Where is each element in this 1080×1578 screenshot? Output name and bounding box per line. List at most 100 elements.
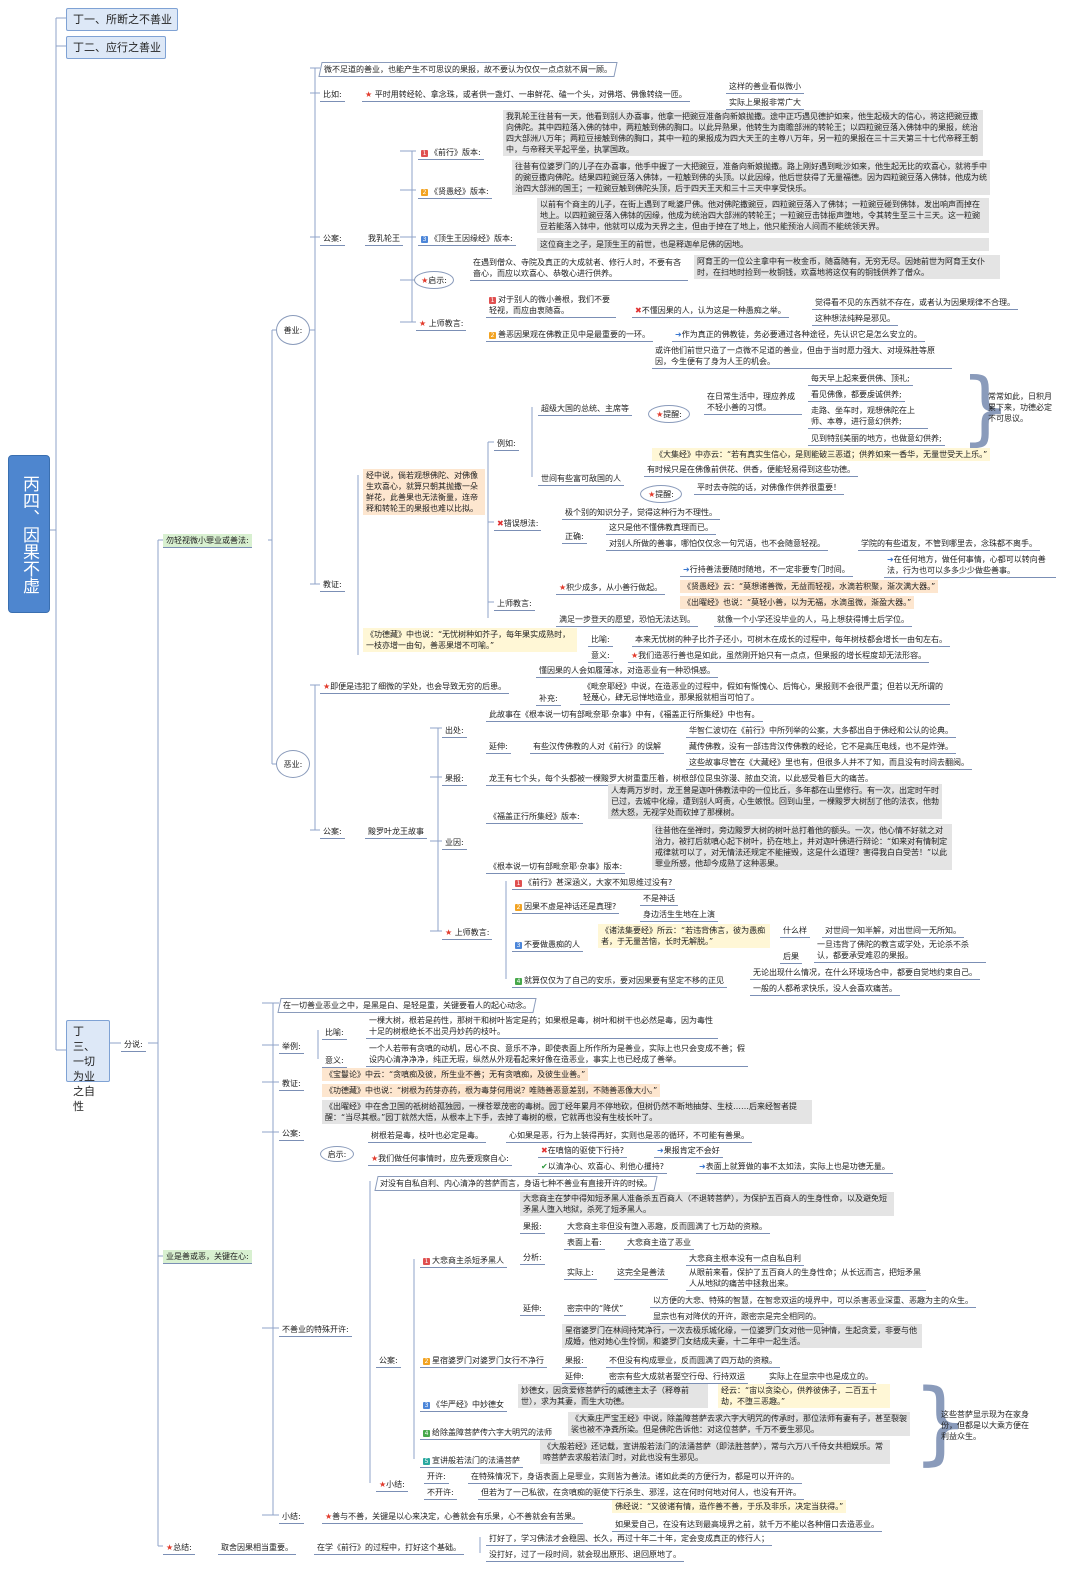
label-b-gongan: 公案: bbox=[279, 1127, 304, 1141]
node-shan[interactable]: 善业: bbox=[276, 315, 310, 345]
badge-4-icon: 4 bbox=[423, 1430, 430, 1437]
arrow-icon: ➜ bbox=[657, 1146, 664, 1155]
root-title: 丙四、因果不虚 bbox=[19, 474, 39, 594]
node-k1-text: 大悲商主在梦中得知短矛黑人准备杀五百商人（不退转菩萨），为保护五百商人的生身性命… bbox=[520, 1192, 894, 1216]
label-jiaozheng: 教证: bbox=[320, 578, 345, 592]
cross-icon: ✖ bbox=[541, 1146, 548, 1155]
node-zj-r1: 打好了，学习佛法才会稳固、长久，再过十年二十年，定会变成真正的修行人； bbox=[486, 1532, 772, 1546]
node-shangshi3: ★ 上师教言: bbox=[442, 926, 493, 940]
node-v1-label: 1《前行》版本: bbox=[418, 146, 484, 160]
node-qs1-r: ➜果报肯定不会好 bbox=[654, 1144, 723, 1158]
star-icon: ★ bbox=[445, 928, 453, 937]
node-qs2-r: ➜表面上就算做的事不太如法，实际上也是功德无量。 bbox=[696, 1160, 893, 1174]
node-shangshi: ★ 上师教言: bbox=[416, 317, 467, 331]
node-ding3[interactable]: 丁三、一切为业之自性 bbox=[66, 1020, 110, 1113]
node-tixing[interactable]: ★提醒: bbox=[648, 405, 690, 423]
node-zongjie: ★总结: bbox=[163, 1541, 195, 1555]
label-gongan2: 公案: bbox=[376, 1354, 401, 1368]
node-e3-r1: 对世间一知半解，对出世间一无所知。 bbox=[822, 924, 964, 938]
node-k5-text: 《大般若经》还记载，宣讲般若法门的法涌菩萨（即法胜菩萨），常与六万八千侍女共相娱… bbox=[540, 1440, 890, 1464]
node-zj-r2: 没打好，过了一段时间，就会现出原形、退回原地了。 bbox=[486, 1548, 684, 1562]
brace-t: } bbox=[960, 361, 1011, 454]
badge-3-icon: 3 bbox=[421, 236, 428, 243]
node-cc-text: 此故事在《根本说一切有部毗奈耶·杂事》中有，《福盖正行所集经》中也有。 bbox=[486, 708, 763, 722]
node-ys-r2: 藏传佛教，没有一部违背汉传佛教的经论，它不是高压电线，也不是炸弹。 bbox=[686, 740, 956, 754]
node-e3-q: 《诸法集要经》所云：“若违背佛言，彼为愚痴者，于无量苦恼，长时无解脱。” bbox=[598, 924, 770, 948]
node-wolun: 我乳轮王 bbox=[365, 232, 403, 246]
node-a-label[interactable]: 勿轻视微小罪业或善法: bbox=[163, 534, 252, 548]
node-k3: 3《华严经》中妙德女 bbox=[420, 1398, 507, 1412]
label-biyu: 比喻: bbox=[322, 1026, 347, 1040]
node-b-qishi[interactable]: 启示: bbox=[320, 1146, 354, 1162]
node-qishi[interactable]: ★启示: bbox=[414, 271, 454, 289]
node-b-label[interactable]: 业是善或恶，关键在心: bbox=[163, 1250, 252, 1264]
node-v1-text: 我乳轮王往昔有一天，他看到别人办喜事，他拿一把豌豆准备向新娘抛撒。途中正巧遇见德… bbox=[503, 110, 983, 156]
node-ding2[interactable]: 丁二、应行之善业 bbox=[66, 36, 166, 59]
arrow-icon: ➜ bbox=[887, 555, 894, 564]
node-bkx: 不开许: bbox=[424, 1486, 457, 1500]
node-k2-ys-r: 实际上在显宗中也是成立的。 bbox=[766, 1370, 876, 1384]
label-gongan: 公案: bbox=[320, 232, 345, 246]
node-zq2-r: 学院的有些道友，不管到哪里去，念珠都不离手。 bbox=[858, 537, 1040, 551]
node-kx-t: 在特殊情况下，身语表面上是罪业，实则皆为善法。诸如此类的方便行为，都是可以开许的… bbox=[468, 1470, 802, 1484]
label-b-jiaozheng: 教证: bbox=[279, 1077, 304, 1091]
star-icon: ★ bbox=[323, 682, 331, 691]
node-dajijing: 《大集经》中亦云：“若有真实生信心，是则能破三恶道；供养如来一香华，无量世受天上… bbox=[652, 448, 991, 461]
node-sj-r: 有时候只是在佛像前供花、供香，便能轻易得到这些功德。 bbox=[644, 463, 858, 477]
badge-3-icon: 3 bbox=[515, 942, 522, 949]
node-ding1[interactable]: 丁一、所断之不善业 bbox=[66, 8, 178, 31]
node-k2-text: 星宿婆罗门在林间持梵净行，一次去极乐城化缘，一位婆罗门女对他一见钟情，生起贪爱，… bbox=[562, 1324, 922, 1348]
node-v2-label: 2《贤愚经》版本: bbox=[418, 185, 492, 199]
root-node[interactable]: 丙四、因果不虚 bbox=[8, 455, 50, 613]
node-k1-bm-t: 大悲商主造了恶业 bbox=[624, 1236, 694, 1250]
node-xj2: 小结: bbox=[279, 1510, 304, 1524]
cross-icon: ✖ bbox=[497, 519, 504, 528]
node-js-r1: ➜行持善法要随时随地，不一定非要专门时间。 bbox=[680, 563, 853, 577]
node-k2-ys: 延伸: bbox=[562, 1370, 587, 1384]
node-qishi-text: 在遇到僧众、寺院及真正的大成就者、修行人时，不要有吝啬心，而应以欢喜心、恭敬心进… bbox=[470, 256, 688, 281]
node-shangshi2: 上师教言: bbox=[494, 597, 535, 611]
star-icon: ★ bbox=[379, 1480, 387, 1489]
node-xj2-r2: 如果爱自己，在没有达到最高境界之前，就千万不能以各种借口去造恶业。 bbox=[612, 1518, 882, 1532]
star-icon: ★ bbox=[648, 489, 656, 499]
node-qs-text: ★我们做任何事情时，应先要观察自心: bbox=[368, 1152, 512, 1166]
node-k4-text: 《大乘庄严宝王经》中说，除盖障菩萨去求六字大明咒的传承时，那位法师有妻有子，甚至… bbox=[568, 1412, 910, 1436]
node-manzu: 满足一步登天的愿望，恐怕无法达到。 bbox=[556, 613, 698, 627]
node-b-intro: 在一切善业恶业之中，是黑是白、是轻是重，关键要看人的起心动念。 bbox=[277, 998, 537, 1013]
node-bijiao: 比喻: bbox=[588, 633, 613, 647]
node-yeyin: 业因: bbox=[442, 836, 467, 850]
node-k1-ys-r1: 以方便的大悲、特殊的智慧，在智悲双运的境界中，可以杀害恶业深重、恶趣为主的众生。 bbox=[650, 1294, 976, 1308]
node-js-r1b: ➜在任何地方，做任何事情，心都可以转向善法，行为也可以多多少少做些善事。 bbox=[884, 553, 1056, 578]
node-e4-r2: 一般的人都希求快乐，没人会喜欢痛苦。 bbox=[750, 982, 900, 996]
node-bj-text: 本来无忧树的种子比芥子还小，可树木在成长的过程中，每年树枝都会增长一由旬左右。 bbox=[632, 633, 950, 647]
label-b-yiyi: 意义: bbox=[322, 1054, 347, 1068]
node-buchong: 补充: bbox=[536, 692, 561, 706]
e-label: 恶业: bbox=[283, 759, 303, 769]
node-e[interactable]: 恶业: bbox=[276, 750, 310, 778]
node-k1-gb: 果报: bbox=[520, 1220, 545, 1234]
node-e3-r1k: 什么样 bbox=[780, 924, 810, 938]
brace-k: } bbox=[912, 1370, 970, 1475]
node-biru-text: ★ 平时用转经轮、拿念珠，或者供一盏灯、一串鲜花、磕一个头，对佛塔、佛像转绕一匝… bbox=[362, 88, 690, 102]
check-icon: ✔ bbox=[541, 1162, 548, 1171]
node-s2-r: ➜作为真正的佛教徒，务必要通过各种途径，先认识它是怎么安立的。 bbox=[672, 328, 925, 342]
node-ys-r1: 华智仁波切在《前行》中所列举的公案，大多都出自于佛经和公认的论典。 bbox=[686, 724, 956, 738]
node-tixing2[interactable]: ★提醒: bbox=[640, 485, 682, 503]
node-zq2: 对别人所做的善事，哪怕仅仅念一句咒语，也不会随意轻视。 bbox=[606, 537, 828, 551]
label-liru: 例如: bbox=[494, 437, 519, 451]
node-elong: 黢罗叶龙王故事 bbox=[365, 825, 427, 839]
star-icon: ★ bbox=[421, 275, 429, 285]
label-gongan-e: 公案: bbox=[320, 825, 345, 839]
node-gongde: 《功德藏》中也说：“无忧树种如芥子，每年果实成熟时，一枝亦增一由旬，善恶果增不可… bbox=[363, 628, 577, 652]
node-fg-label: 《福盖正行所集经》版本: bbox=[486, 810, 583, 824]
node-t-brace: 常常如此，日积月累下来，功德必定不可思议。 bbox=[988, 392, 1052, 423]
node-xj2-t: ★善与不善，关键是以心来决定，心善就会有乐果，心不善就会有苦果。 bbox=[322, 1510, 584, 1524]
badge-1-icon: 1 bbox=[515, 880, 522, 887]
node-a-intro: 微不足道的善业，也能产生不可思议的果报，故不要认为仅仅一点点就不屑一顾。 bbox=[318, 62, 618, 77]
node-chuchu: 出处: bbox=[442, 724, 467, 738]
